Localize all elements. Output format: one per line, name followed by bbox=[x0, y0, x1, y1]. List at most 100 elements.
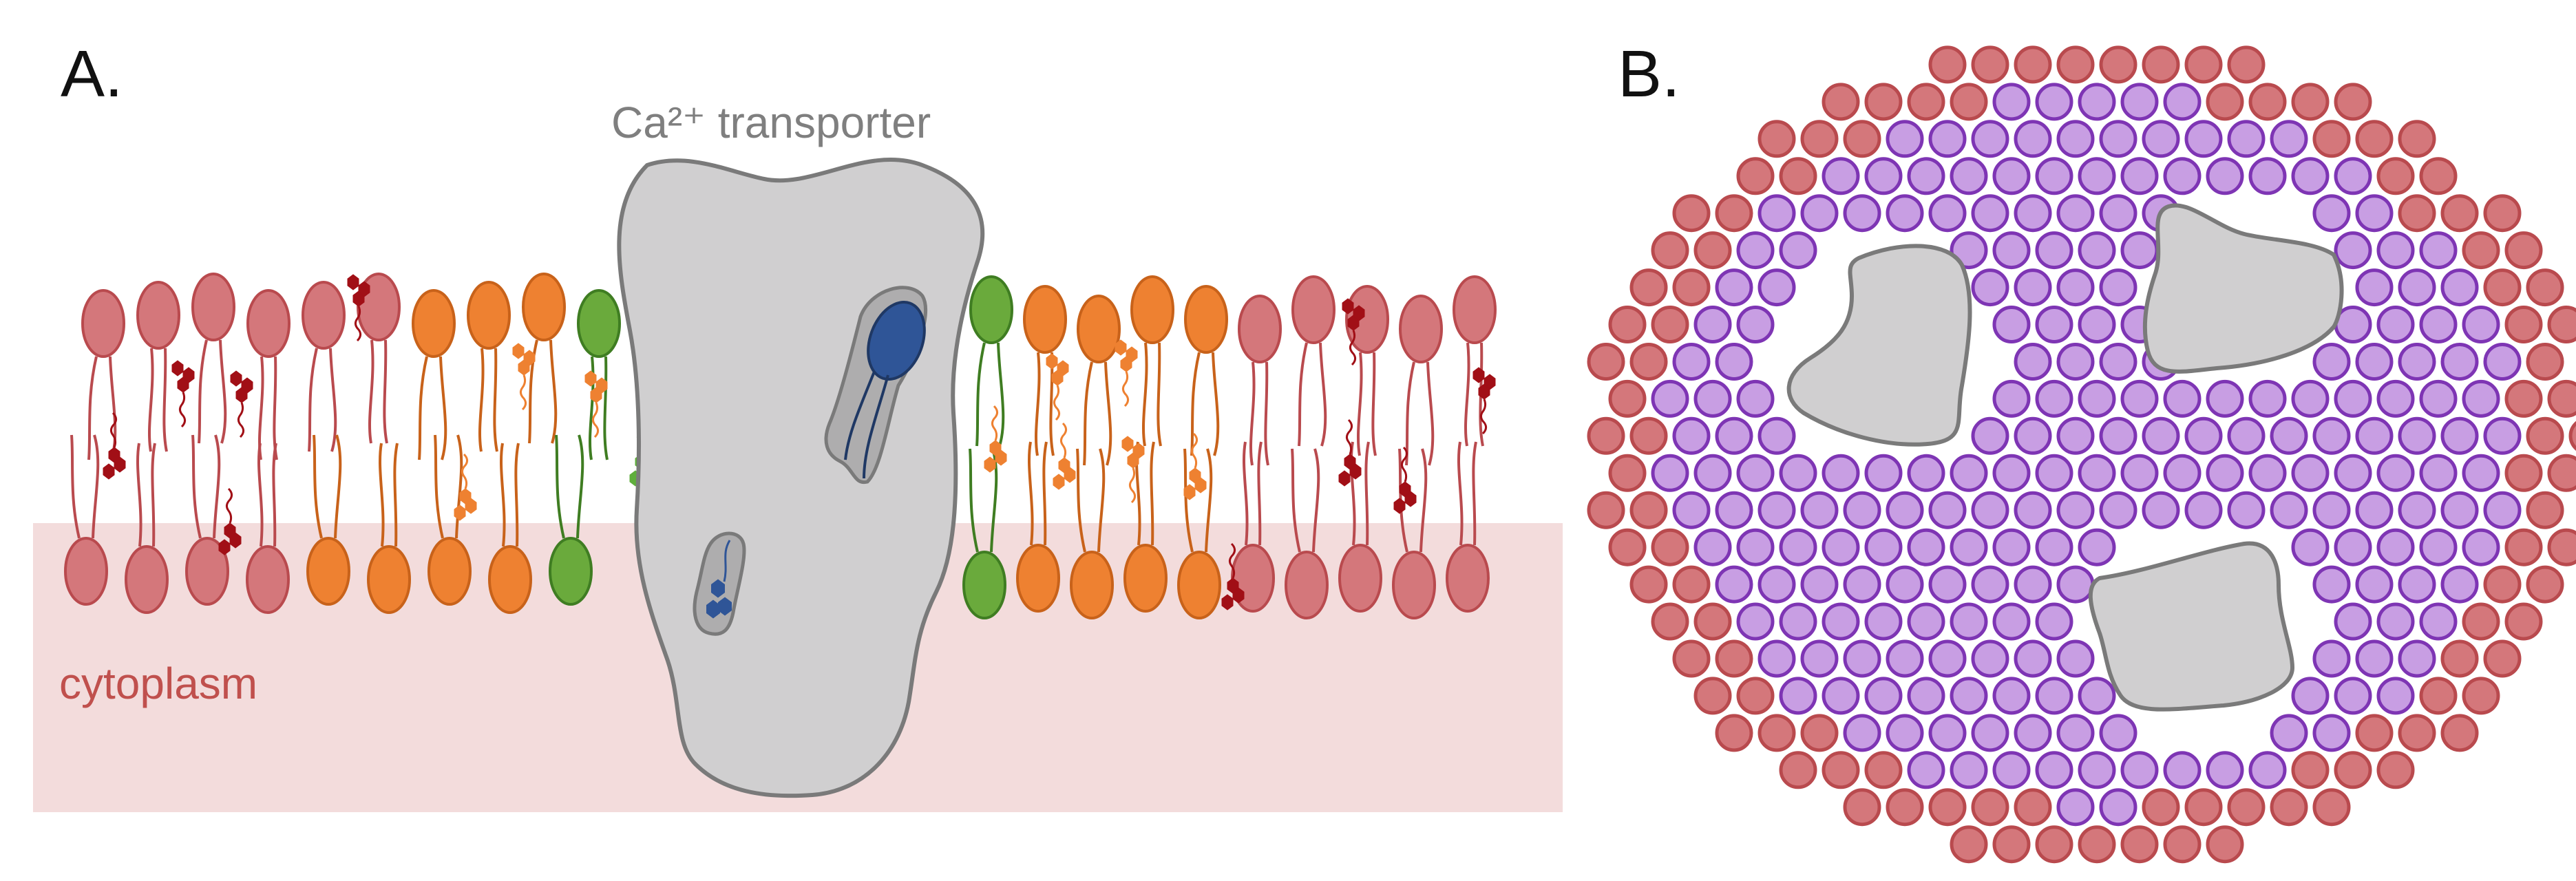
outer-lipid-circle bbox=[1757, 714, 1796, 752]
raft-lipid-circle bbox=[2419, 231, 2458, 270]
raft-lipid-circle bbox=[1950, 231, 1988, 270]
raft-lipid-circle bbox=[2056, 565, 2095, 604]
lipid-red bbox=[1453, 275, 1497, 447]
outer-lipid-circle bbox=[1971, 788, 2009, 827]
outer-lipid-circle bbox=[2227, 45, 2266, 84]
raft-lipid-circle bbox=[1757, 194, 1796, 233]
lipid-head bbox=[1446, 544, 1490, 613]
outer-lipid-circle bbox=[2483, 194, 2522, 233]
raft-lipid-circle bbox=[2014, 491, 2052, 529]
outer-lipid-circle bbox=[2504, 379, 2543, 418]
lipid-tail bbox=[219, 339, 227, 444]
lipid-tail bbox=[1249, 361, 1256, 466]
raft-lipid-circle bbox=[1992, 379, 2031, 418]
raft-lipid-circle bbox=[2355, 416, 2394, 455]
lipid-tail bbox=[1142, 342, 1148, 447]
lipid-head bbox=[1238, 295, 1282, 363]
raft-lipid-circle bbox=[2227, 120, 2266, 158]
lipid-red bbox=[246, 443, 290, 614]
raft-lipid-circle bbox=[2440, 416, 2479, 455]
lipid-head bbox=[136, 281, 180, 350]
lipid-tail bbox=[514, 443, 520, 547]
outer-lipid-circle bbox=[2568, 421, 2576, 451]
lipid-head bbox=[191, 273, 235, 341]
lipid-green bbox=[549, 434, 593, 606]
lipid-tail bbox=[148, 348, 154, 452]
lipid-orange bbox=[1077, 295, 1121, 466]
lipid-tail bbox=[257, 443, 264, 547]
lipid-tail bbox=[308, 348, 318, 452]
raft-lipid-circle bbox=[1822, 602, 1860, 641]
outer-lipid-circle bbox=[2056, 45, 2095, 84]
binding-strand-upper-2 bbox=[844, 371, 876, 460]
raft-lipid-circle bbox=[2419, 602, 2458, 641]
outer-lipid-circle bbox=[2483, 639, 2522, 678]
raft-lipid-circle bbox=[2163, 83, 2202, 121]
raft-lipid-circle bbox=[1886, 714, 1924, 752]
lipid-tail bbox=[1291, 448, 1301, 553]
raft-lipid-circle bbox=[2056, 714, 2095, 752]
outer-lipid-circle bbox=[2270, 788, 2308, 827]
lipid-head bbox=[1399, 295, 1443, 363]
outer-lipid-circle bbox=[1822, 83, 1860, 121]
outer-lipid-circle bbox=[1950, 83, 1988, 121]
lipid-raft-circles bbox=[1587, 45, 2576, 864]
lipid-head bbox=[969, 275, 1013, 344]
lipid-tail bbox=[439, 356, 447, 460]
raft-lipid-circle bbox=[1992, 602, 2031, 641]
raft-lipid-circle bbox=[1736, 528, 1775, 566]
raft-lipid-circle bbox=[2014, 639, 2052, 678]
raft-lipid-circle bbox=[2120, 379, 2159, 418]
raft-lipid-circle bbox=[2014, 268, 2052, 307]
outer-lipid-circle bbox=[2526, 491, 2564, 529]
raft-lipid-circle bbox=[1971, 714, 2009, 752]
outer-lipid-circle bbox=[1992, 825, 2031, 864]
lipid-orange bbox=[412, 289, 456, 460]
lipid-tail bbox=[191, 434, 202, 539]
lipid-tail bbox=[136, 443, 142, 547]
lipid-tail bbox=[1319, 342, 1327, 447]
lipid-red bbox=[136, 281, 180, 452]
outer-lipid-circle bbox=[2440, 194, 2479, 233]
raft-lipid-circle bbox=[2291, 677, 2330, 715]
outer-lipid-circle bbox=[1800, 120, 1839, 158]
raft-lipid-circle bbox=[2291, 454, 2330, 492]
lipid-head bbox=[1338, 544, 1382, 613]
raft-lipid-circle bbox=[1950, 454, 1988, 492]
raft-lipid-circle bbox=[1822, 677, 1860, 715]
raft-lipid-circle bbox=[2355, 268, 2394, 307]
cholesterol-glyph bbox=[229, 370, 254, 438]
lipid-tail bbox=[92, 434, 100, 539]
raft-lipid-circle bbox=[2099, 343, 2137, 381]
lipid-tail bbox=[1097, 448, 1106, 553]
raft-lipid-circle bbox=[2291, 528, 2330, 566]
raft-lipid-circle bbox=[2014, 714, 2052, 752]
lipid-tail bbox=[1190, 352, 1201, 456]
calcium-binding-site-lower bbox=[706, 579, 732, 619]
lipid-tail bbox=[1371, 352, 1377, 456]
raft-lipid-circle bbox=[2056, 343, 2095, 381]
outer-lipid-circle bbox=[1651, 602, 1689, 641]
outer-lipid-circle bbox=[2504, 602, 2543, 641]
raft-lipid-circle bbox=[1822, 528, 1860, 566]
raft-lipid-circle bbox=[2099, 194, 2137, 233]
lipid-head bbox=[467, 281, 511, 350]
outer-lipid-circle bbox=[2547, 454, 2576, 492]
lipid-head bbox=[1345, 285, 1389, 354]
raft-lipid-circle bbox=[2440, 491, 2479, 529]
outer-lipid-circle bbox=[2398, 194, 2436, 233]
lipid-head bbox=[302, 281, 346, 350]
lipid-tail bbox=[1472, 441, 1477, 546]
raft-lipid-circle bbox=[2120, 751, 2159, 789]
outer-lipid-circle bbox=[1672, 268, 1711, 307]
outer-lipid-circle bbox=[2206, 83, 2244, 121]
lipid-red bbox=[125, 443, 169, 614]
outer-lipid-circle bbox=[2184, 788, 2223, 827]
lipid-orange bbox=[427, 434, 472, 606]
outer-lipid-circle bbox=[2355, 714, 2394, 752]
outer-lipid-circle bbox=[2355, 120, 2394, 158]
raft-lipid-circle bbox=[2334, 157, 2372, 195]
raft-lipid-circle bbox=[2120, 83, 2159, 121]
raft-lipid-circle bbox=[1736, 306, 1775, 343]
